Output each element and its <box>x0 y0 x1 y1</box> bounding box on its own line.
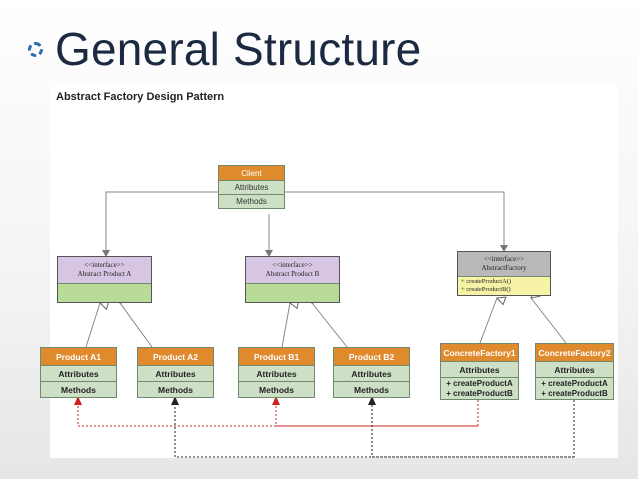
concrete-factory-2-method-b: + createProductB <box>541 388 608 398</box>
arrowhead-factory <box>500 245 508 252</box>
b1-realizes-b <box>281 303 290 348</box>
concrete-factory-2-class[interactable]: ConcreteFactory2 Attributes + createProd… <box>535 343 614 400</box>
product-b2-class[interactable]: Product B2 Attributes Methods <box>333 347 410 398</box>
concrete-factory-2-method-a: + createProductA <box>541 378 608 388</box>
client-class[interactable]: Client Attributes Methods <box>218 165 285 209</box>
concrete-factory-1-attributes: Attributes <box>441 361 518 377</box>
product-a2-methods: Methods <box>138 381 213 397</box>
client-to-product-a-line <box>105 191 218 256</box>
concrete-factory-2-attributes: Attributes <box>536 361 613 377</box>
cf2-creates-b2 <box>371 398 574 458</box>
product-b1-name: Product B1 <box>239 348 314 365</box>
bullet-ring-icon <box>28 41 43 57</box>
abstract-product-b-body <box>246 283 339 302</box>
abstract-factory-stereotype: <<interface>> <box>483 255 525 263</box>
product-a2-attributes: Attributes <box>138 365 213 381</box>
abstract-factory-method-a: + createProductA() <box>461 278 512 285</box>
arrowhead-product-a <box>102 250 110 257</box>
dependency-arrowheads <box>74 396 376 405</box>
concrete-factory-1-class[interactable]: ConcreteFactory1 Attributes + createProd… <box>440 343 519 400</box>
concrete-factory-1-method-b: + createProductB <box>446 388 513 398</box>
concrete-factory-2-name: ConcreteFactory2 <box>536 344 613 361</box>
concrete-factory-1-name: ConcreteFactory1 <box>441 344 518 361</box>
product-b2-name: Product B2 <box>334 348 409 365</box>
abstract-product-a-stereotype: <<interface>> <box>84 261 125 269</box>
diagram-caption: Abstract Factory Design Pattern <box>56 91 225 103</box>
client-association-lines <box>105 191 505 256</box>
abstract-factory-method-b: + createProductB() <box>461 286 511 293</box>
product-b2-methods: Methods <box>334 381 409 397</box>
product-a2-name: Product A2 <box>138 348 213 365</box>
client-methods: Methods <box>219 194 284 208</box>
abstract-product-b-stereotype: <<interface>> <box>272 261 313 269</box>
arrowhead-b1 <box>272 396 280 405</box>
a2-realizes-a <box>120 303 153 348</box>
abstract-factory-interface[interactable]: <<interface>> AbstractFactory + createPr… <box>457 251 551 296</box>
product-b1-methods: Methods <box>239 381 314 397</box>
product-a1-attributes: Attributes <box>41 365 116 381</box>
product-a1-name: Product A1 <box>41 348 116 365</box>
client-to-factory-line <box>285 191 505 251</box>
product-a1-class[interactable]: Product A1 Attributes Methods <box>40 347 117 398</box>
client-arrowheads <box>102 245 508 257</box>
abstract-factory-name: AbstractFactory <box>481 264 527 272</box>
concrete-factory-1-method-a: + createProductA <box>446 378 513 388</box>
b2-realizes-b <box>312 303 348 348</box>
abstract-product-b-interface[interactable]: <<interface>> Abstract Product B <box>245 256 340 303</box>
abstract-product-b-name: Abstract Product B <box>265 270 320 278</box>
abstract-product-a-body <box>58 283 151 302</box>
arrowhead-a2 <box>171 396 179 405</box>
arrowhead-b2 <box>368 396 376 405</box>
arrowhead-product-b <box>265 250 273 257</box>
product-a1-methods: Methods <box>41 381 116 397</box>
arrowhead-a1 <box>74 396 82 405</box>
slide-title-text: General Structure <box>55 23 422 75</box>
a1-realizes-a <box>85 303 100 348</box>
cf1-creates-b1 <box>275 398 478 427</box>
product-a2-class[interactable]: Product A2 Attributes Methods <box>137 347 214 398</box>
dependency-lines <box>77 398 575 458</box>
realization-lines <box>85 298 567 348</box>
abstract-product-a-interface[interactable]: <<interface>> Abstract Product A <box>57 256 152 303</box>
abstract-product-a-name: Abstract Product A <box>77 270 132 278</box>
slide-title: General Structure <box>28 22 421 76</box>
client-attributes: Attributes <box>219 180 284 194</box>
cf1-realizes-factory <box>479 298 497 344</box>
product-b1-attributes: Attributes <box>239 365 314 381</box>
product-b1-class[interactable]: Product B1 Attributes Methods <box>238 347 315 398</box>
product-b2-attributes: Attributes <box>334 365 409 381</box>
client-name: Client <box>219 166 284 180</box>
cf2-realizes-factory <box>531 298 567 344</box>
cf2-creates-a2 <box>174 398 575 458</box>
